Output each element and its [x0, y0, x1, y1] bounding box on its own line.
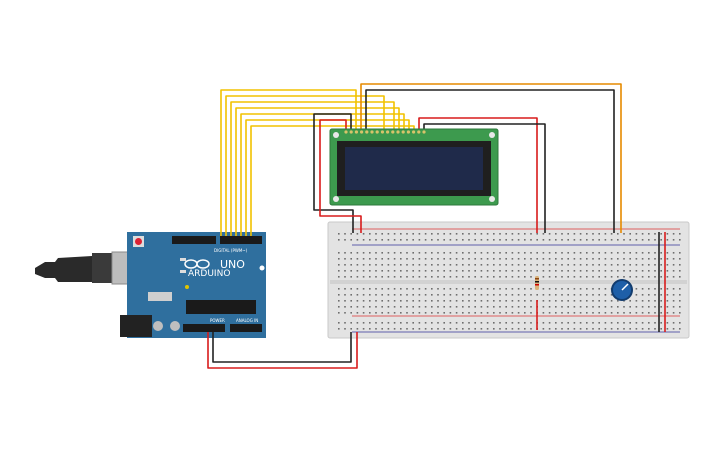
power-header-label: POWER: [210, 318, 225, 323]
lcd-16x2[interactable]: [329, 128, 499, 206]
reset-button[interactable]: [135, 238, 142, 245]
atmega-chip: [186, 300, 256, 314]
analog-header-label: ANALOG IN: [236, 318, 258, 323]
red-wire-backlight[interactable]: [418, 117, 538, 233]
orange-wire[interactable]: [360, 83, 622, 233]
usb-cable[interactable]: [35, 251, 145, 285]
lcd-screen: [345, 147, 483, 190]
potentiometer[interactable]: [611, 279, 633, 301]
breadboard[interactable]: [327, 221, 690, 339]
black-wire-pot[interactable]: [365, 89, 615, 233]
board-brand: ARDUINO: [188, 269, 230, 279]
red-wire-vcc[interactable]: [319, 119, 362, 233]
arduino-uno[interactable]: UNO ARDUINO DIGITAL (PWM~) POWER ANALOG …: [35, 232, 266, 338]
black-wire-arduino-gnd[interactable]: [212, 332, 352, 363]
board-model: UNO: [220, 258, 245, 271]
lcd-pins: [344, 130, 426, 134]
digital-header-label: DIGITAL (PWM~): [214, 248, 248, 253]
resistor[interactable]: [535, 276, 539, 290]
black-wire-gnd[interactable]: [313, 113, 354, 233]
black-wire-backlight[interactable]: [423, 123, 546, 233]
arduino-logo: [184, 259, 210, 269]
red-wire-5v[interactable]: [207, 332, 358, 369]
